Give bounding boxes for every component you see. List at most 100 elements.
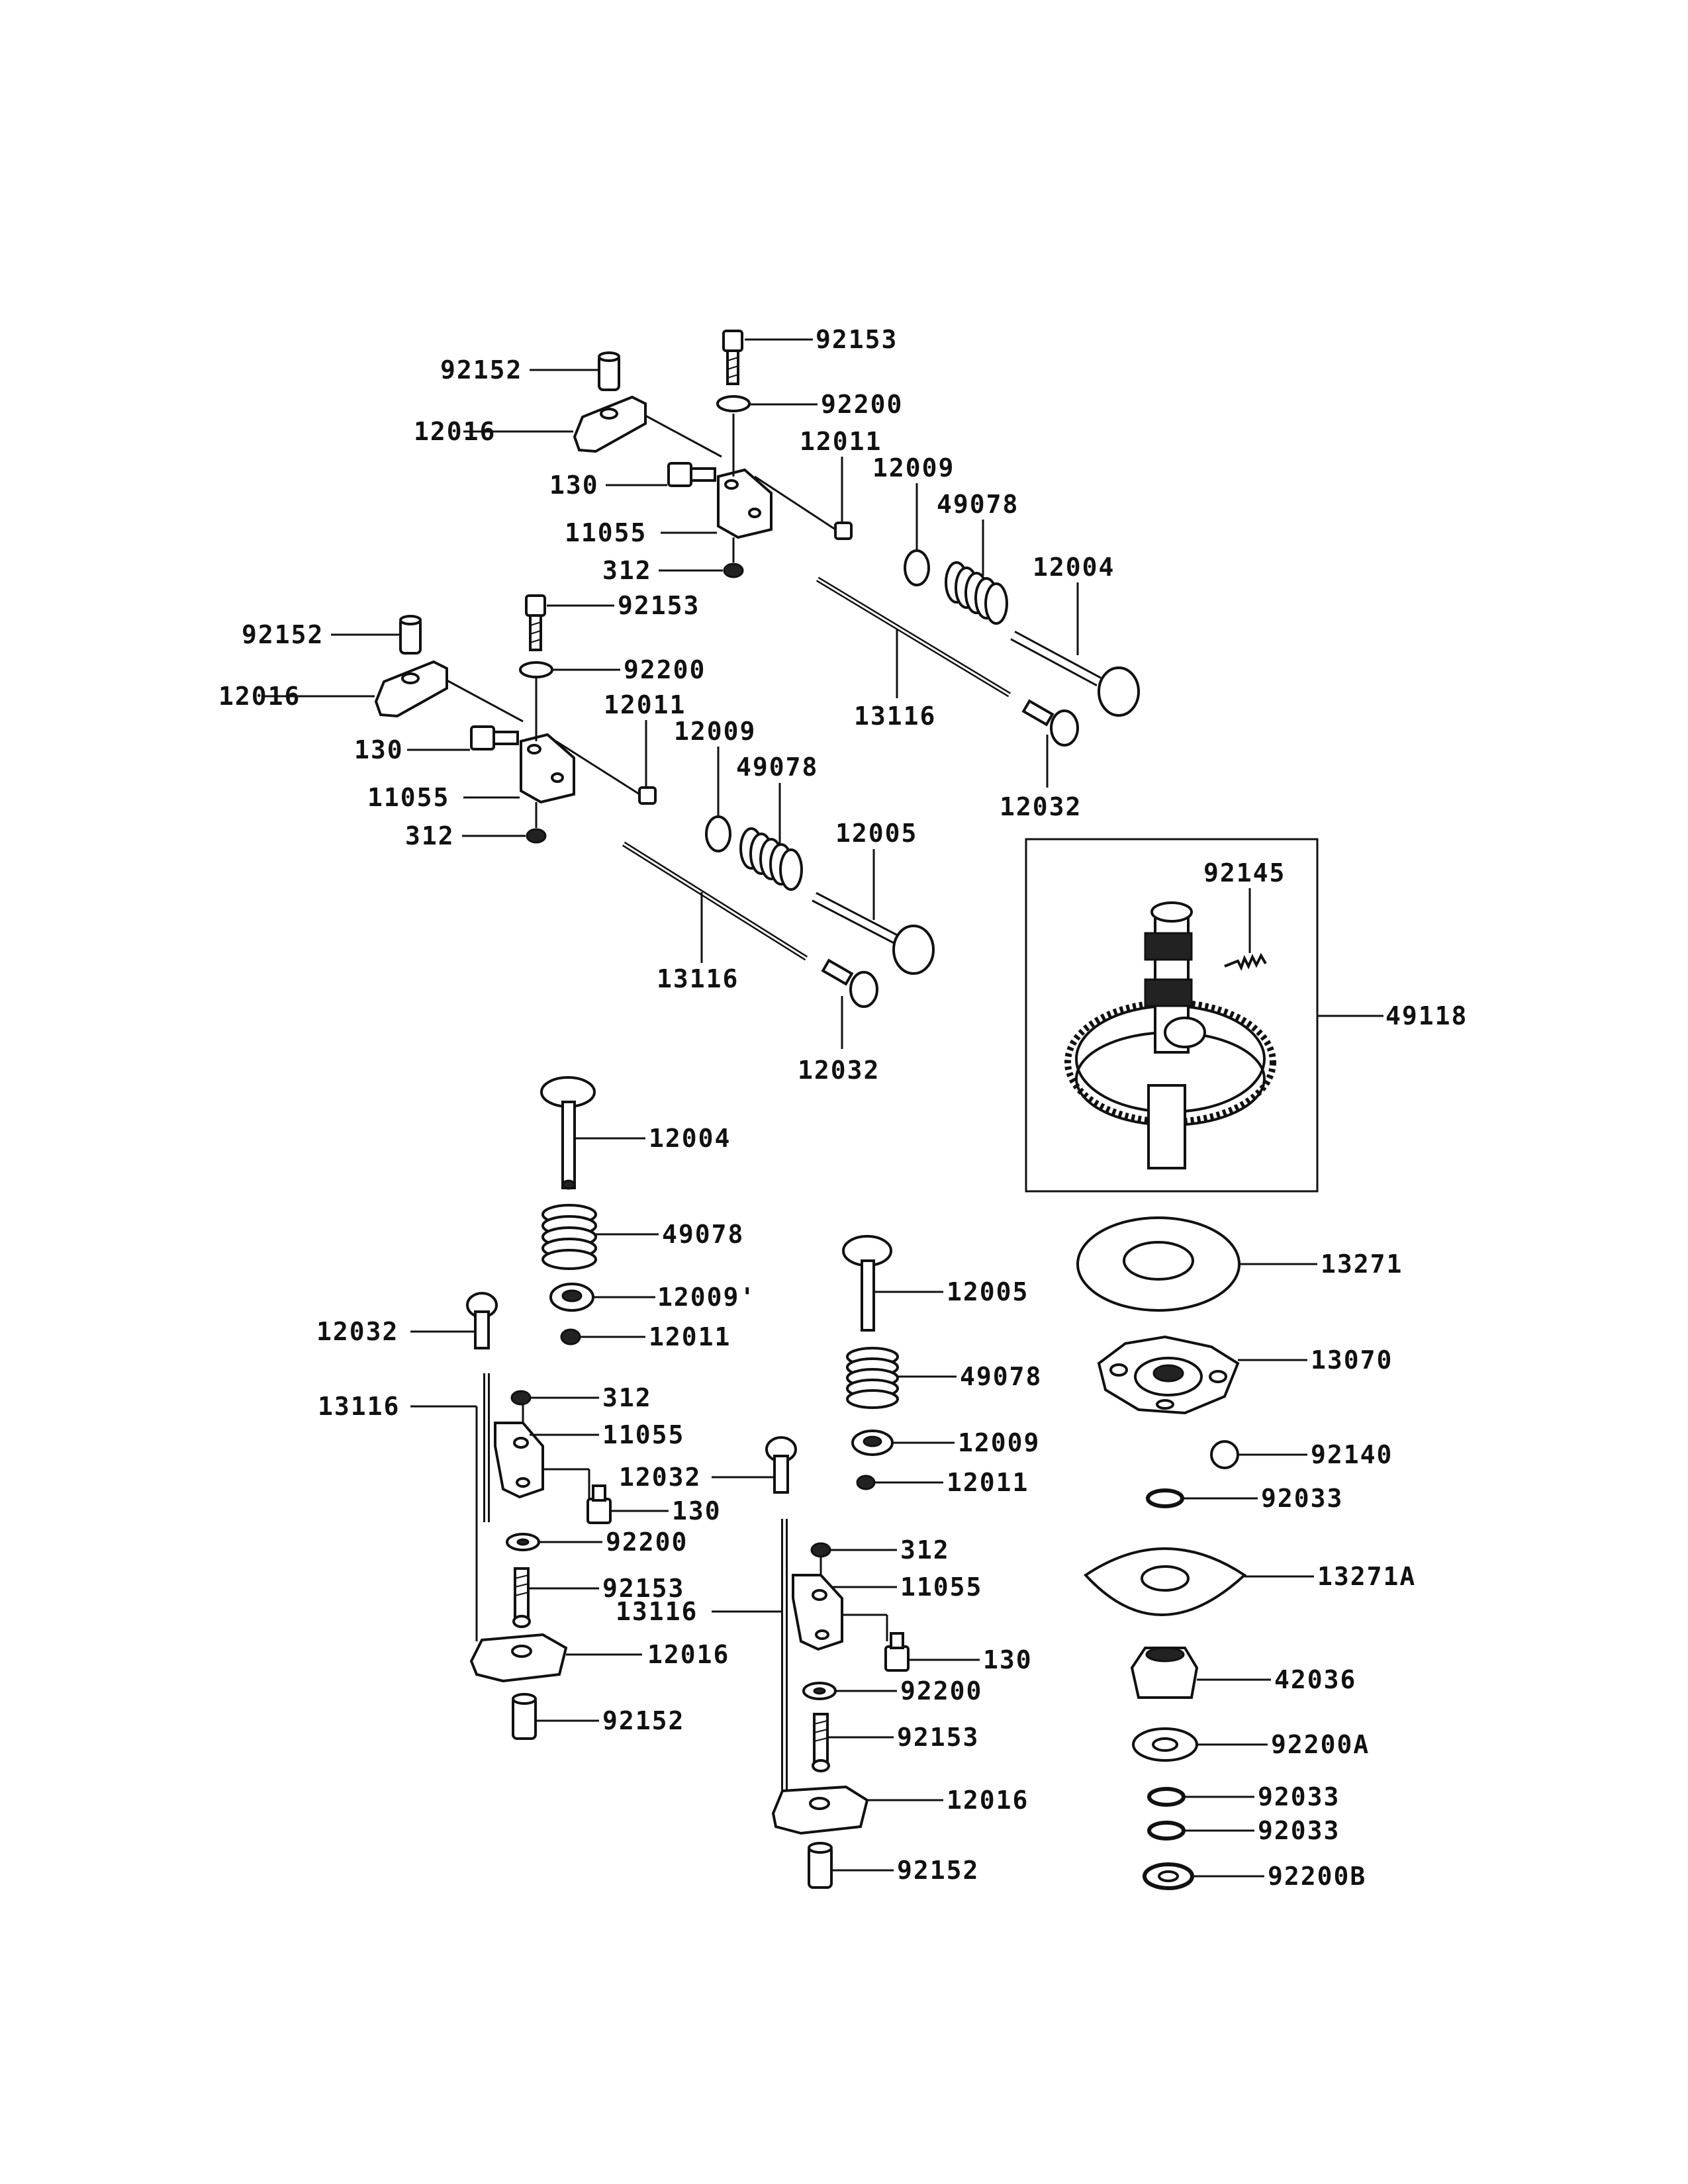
label-13271: 13271: [1321, 1250, 1403, 1279]
label-12009: 12009: [872, 453, 955, 482]
label-11055: 11055: [565, 518, 647, 547]
label-11055: 11055: [900, 1572, 982, 1602]
label-130: 130: [672, 1496, 722, 1525]
rocker-arm-12016-upper: [573, 395, 647, 453]
label-312: 312: [602, 1383, 652, 1412]
seal-12009-upper: [904, 549, 930, 586]
label-130: 130: [549, 471, 599, 500]
valve-stack-middle: 12005 49078 12009 12011 12032 13116 312: [616, 1235, 1042, 1889]
washer-92200-lower: [519, 661, 553, 678]
spring-92145: [1224, 952, 1267, 972]
valve-12005-middle: [842, 1235, 892, 1332]
label-12009: 12009: [674, 717, 756, 746]
pivot-92152-left: [512, 1693, 537, 1740]
bolt-92153-middle: [812, 1713, 830, 1772]
label-49078: 49078: [937, 490, 1019, 519]
pivot-92152-lower: [399, 615, 422, 655]
clip-92033-1: [1146, 1488, 1184, 1508]
rocker-arm-12016-lower: [374, 660, 448, 718]
label-49078: 49078: [662, 1220, 744, 1249]
plate-13271: [1076, 1216, 1241, 1312]
label-92200: 92200: [606, 1527, 688, 1557]
retainer-12011-upper: [834, 522, 853, 540]
spring-49078-left: [541, 1204, 597, 1270]
seal-12009-lower: [705, 815, 731, 852]
sleeve-42036: [1130, 1647, 1199, 1699]
retainer-12011-left: [560, 1328, 581, 1345]
label-92200A: 92200A: [1271, 1730, 1370, 1759]
label-13271A: 13271A: [1317, 1562, 1416, 1591]
bracket-11055-middle: [792, 1574, 843, 1651]
clip-92033-3: [1147, 1821, 1186, 1841]
rocker-assembly-lower: 92153 92152 92200 12016 12011 130: [218, 591, 935, 1085]
nut-312-left: [510, 1390, 532, 1406]
label-92152: 92152: [602, 1706, 684, 1735]
nut-312-middle: [810, 1542, 831, 1558]
label-12009: 12009': [657, 1283, 756, 1312]
label-92153: 92153: [618, 591, 700, 620]
label-12016: 12016: [647, 1640, 729, 1669]
spring-49078-middle: [846, 1347, 899, 1409]
valve-12004-left: [540, 1076, 596, 1190]
label-92200B: 92200B: [1268, 1862, 1366, 1891]
tappet-12032-left: [466, 1292, 498, 1349]
label-312: 312: [602, 556, 652, 585]
clip-92033-2: [1147, 1787, 1186, 1807]
nut-312-lower: [526, 828, 547, 844]
bracket-11055-upper: [717, 468, 773, 539]
tappet-12032-lower: [821, 958, 878, 1008]
rocker-arm-12016-middle: [771, 1785, 869, 1835]
label-49078: 49078: [736, 752, 818, 782]
label-12011: 12011: [649, 1322, 731, 1351]
label-12016: 12016: [947, 1786, 1029, 1815]
label-92152: 92152: [440, 355, 522, 385]
label-11055: 11055: [367, 783, 449, 812]
label-12016: 12016: [218, 682, 301, 711]
tappet-12032-upper: [1021, 699, 1079, 747]
pivot-92152-upper: [598, 351, 620, 391]
label-130: 130: [983, 1645, 1033, 1674]
label-12032: 12032: [619, 1463, 701, 1492]
label-92153: 92153: [602, 1574, 684, 1603]
label-92140: 92140: [1311, 1440, 1393, 1469]
bolt-130-upper: [667, 462, 716, 487]
label-13116: 13116: [657, 964, 739, 993]
pivot-92152-middle: [808, 1842, 833, 1889]
bolt-92153-left: [512, 1567, 531, 1628]
label-92152: 92152: [897, 1856, 979, 1885]
label-12005: 12005: [835, 819, 917, 848]
governor-stack: 13271 13070 92140 92033 13271A 42036: [1076, 1216, 1416, 1891]
valve-stack-left: 12004 49078 12009' 12011 12032 13116: [316, 1076, 756, 1740]
label-12004: 12004: [1033, 553, 1115, 582]
label-13070: 13070: [1311, 1345, 1393, 1375]
bolt-92153-upper: [722, 330, 743, 385]
flyweight-holder-13070: [1097, 1335, 1240, 1415]
label-13116: 13116: [318, 1392, 400, 1421]
valve-12004-upper: [1010, 630, 1140, 717]
bracket-11055-lower: [520, 733, 575, 804]
label-92145: 92145: [1203, 858, 1286, 887]
label-12005: 12005: [947, 1277, 1029, 1306]
rocker-arm-12016-left: [469, 1633, 568, 1683]
bolt-92153-lower: [525, 594, 546, 651]
valve-12005-lower: [812, 891, 935, 975]
label-12009: 12009: [958, 1428, 1040, 1457]
label-130: 130: [354, 735, 404, 764]
washer-92200-upper: [716, 395, 751, 412]
label-92200: 92200: [821, 390, 903, 419]
label-12016: 12016: [414, 417, 496, 446]
label-42036: 42036: [1274, 1665, 1356, 1694]
retainer-12011-lower: [638, 786, 657, 805]
label-11055: 11055: [602, 1420, 684, 1449]
retainer-12011-middle: [856, 1475, 876, 1490]
bolt-130-middle: [884, 1632, 910, 1672]
label-12032: 12032: [798, 1056, 880, 1085]
label-92033: 92033: [1258, 1816, 1340, 1845]
label-49078: 49078: [960, 1362, 1042, 1391]
label-92033: 92033: [1258, 1782, 1340, 1811]
label-13116: 13116: [854, 702, 936, 731]
plate-13271A: [1083, 1547, 1247, 1616]
label-12011: 12011: [800, 427, 882, 456]
label-92153: 92153: [816, 325, 898, 354]
label-13116: 13116: [616, 1597, 698, 1626]
